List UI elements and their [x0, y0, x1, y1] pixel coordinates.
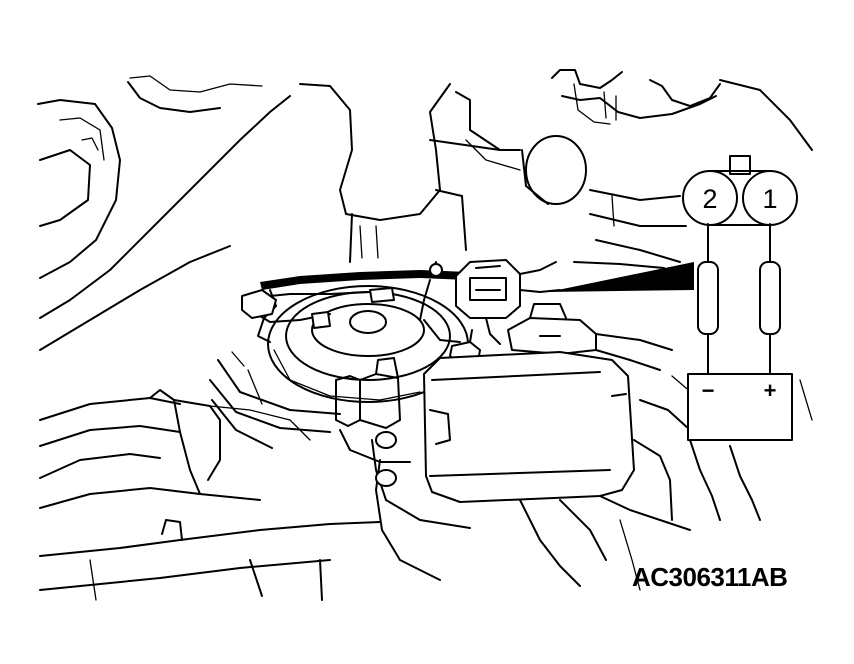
test-probe-right: [759, 261, 781, 335]
figure-code: AC306311AB: [632, 562, 788, 592]
battery-positive-label: +: [764, 378, 777, 403]
connector-pin-inset: 2 1 − +: [682, 155, 798, 441]
test-probe-left: [697, 261, 719, 335]
pin-2-label: 2: [702, 184, 717, 214]
engine-bay-outline: [37, 69, 813, 601]
pin-1-label: 1: [762, 184, 777, 214]
battery-negative-label: −: [702, 378, 715, 403]
battery-symbol: [687, 373, 793, 441]
connector-key-tab: [729, 155, 751, 175]
